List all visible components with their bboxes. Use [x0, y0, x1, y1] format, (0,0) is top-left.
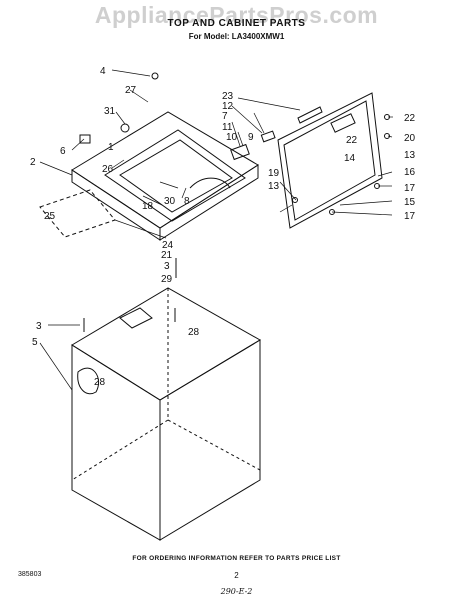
callout-25: 25 — [44, 211, 56, 222]
handwritten-note: 290-E-2 — [220, 587, 253, 596]
callout-29: 29 — [161, 274, 173, 285]
ordering-note: FOR ORDERING INFORMATION REFER TO PARTS … — [132, 555, 341, 562]
callout-22-right: 22 — [404, 113, 416, 124]
callout-3-left: 3 — [36, 321, 42, 332]
callout-4: 4 — [100, 66, 106, 77]
callout-13-left: 13 — [268, 181, 280, 192]
callout-labels: 4 27 31 6 1 2 26 25 24 18 30 8 21 3 29 2… — [30, 66, 416, 388]
callout-30: 30 — [164, 196, 176, 207]
callout-12: 12 — [222, 101, 234, 112]
lid-assembly — [277, 92, 383, 229]
watermark: AppliancePartsPros.com — [94, 2, 379, 28]
callout-28-cabinet: 28 — [188, 327, 200, 338]
leader-lines — [39, 69, 393, 391]
callout-20: 20 — [404, 133, 416, 144]
callout-28-front: 28 — [94, 377, 106, 388]
callout-5: 5 — [32, 337, 38, 348]
callout-14: 14 — [344, 153, 356, 164]
drawing-code: 385803 — [18, 571, 42, 578]
top-panel — [71, 111, 259, 241]
callout-22-center: 22 — [346, 135, 358, 146]
callout-6: 6 — [60, 146, 66, 157]
cabinet — [71, 287, 261, 541]
callout-9: 9 — [248, 132, 254, 143]
callout-17-lower: 17 — [404, 211, 416, 222]
callout-21: 21 — [161, 250, 173, 261]
callout-3-upper: 3 — [164, 261, 170, 272]
callout-15: 15 — [404, 197, 416, 208]
callout-11: 11 — [222, 122, 233, 133]
callout-10: 10 — [226, 132, 238, 143]
callout-27: 27 — [125, 85, 137, 96]
callout-31: 31 — [104, 106, 116, 117]
callout-17-upper: 17 — [404, 183, 416, 194]
callout-16: 16 — [404, 167, 416, 178]
callout-24: 24 — [162, 240, 174, 251]
page-number: 2 — [234, 571, 239, 580]
callout-8: 8 — [184, 196, 190, 207]
callout-13-right: 13 — [404, 150, 416, 161]
callout-19: 19 — [268, 168, 280, 179]
cabinet-hardware — [83, 258, 177, 332]
callout-2: 2 — [30, 157, 36, 168]
model-subtitle: For Model: LA3400XMW1 — [188, 32, 285, 41]
callout-18: 18 — [142, 201, 154, 212]
callout-7: 7 — [222, 111, 228, 122]
callout-26: 26 — [102, 164, 114, 175]
diagram-title: TOP AND CABINET PARTS — [167, 18, 306, 29]
callout-1: 1 — [108, 142, 114, 153]
callout-23: 23 — [222, 91, 234, 102]
